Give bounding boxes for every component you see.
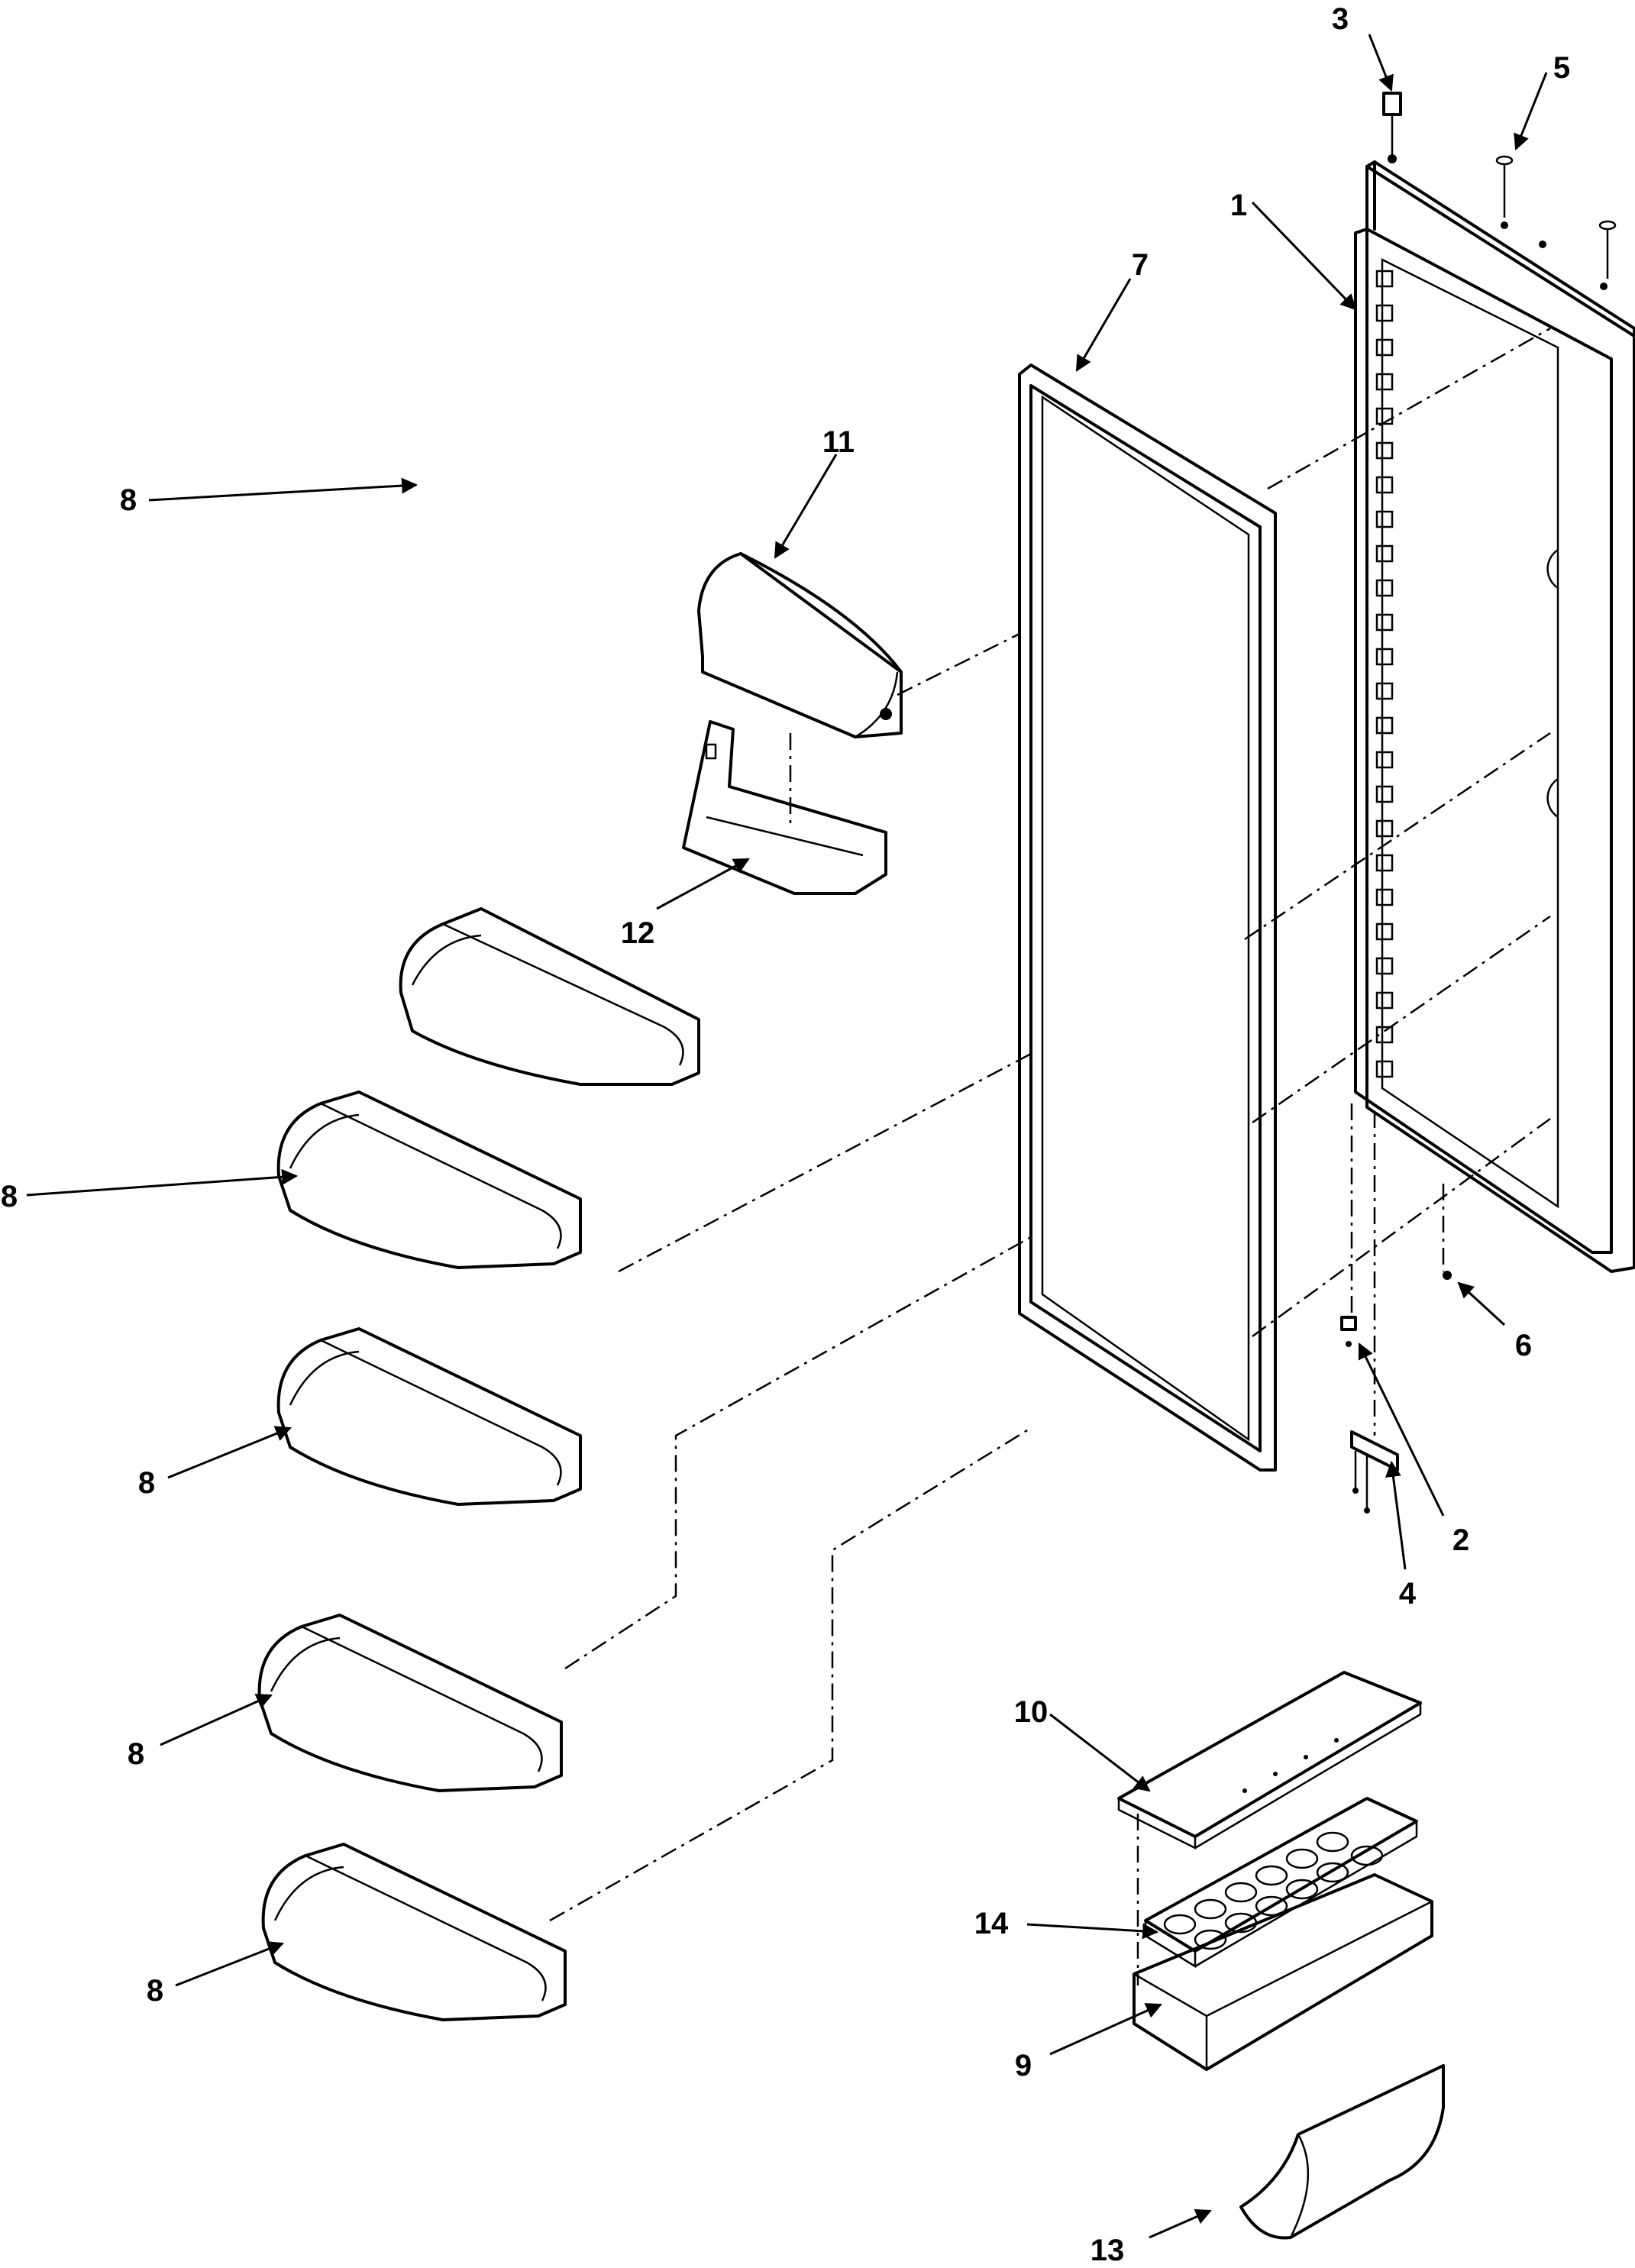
callout-9: 9 [1015,2049,1032,2082]
egg-bin [1133,1873,1433,2071]
callout-1: 1 [1230,189,1247,222]
callout-6: 6 [1515,1329,1532,1362]
door-shelf-3 [276,1327,582,1506]
callout-8-shelf-3: 8 [138,1466,155,1500]
callout-8-shelf-2: 8 [1,1180,18,1213]
callout-5: 5 [1553,51,1570,85]
hinge-pin [1382,92,1402,163]
hinge-bracket [1350,1430,1399,1514]
door-shelf-5 [261,1843,567,2021]
door-shelf-4 [257,1614,563,1792]
callout-3: 3 [1332,2,1349,36]
door-shelf-1 [399,907,700,1086]
callout-8-shelf-5: 8 [147,1974,163,2008]
callout-7: 7 [1132,248,1149,282]
bin-trim [1239,2064,1445,2240]
callout-14: 14 [974,1907,1009,1940]
callout-12: 12 [621,916,655,950]
egg-tray-cover [1117,1671,1422,1850]
callouts: 1 2 3 4 5 6 7 8 8 8 8 8 9 10 11 12 13 14 [1,2,1570,2267]
door-shelf-2 [276,1090,582,1269]
callout-8-shelf-4: 8 [128,1737,144,1771]
door-screws [1495,155,1617,279]
door-liner [1354,160,1635,1273]
callout-13: 13 [1091,2234,1125,2267]
door-gasket [1018,363,1277,1472]
leader-lines [26,34,1548,2239]
dairy-bin [682,720,887,895]
dairy-compartment-door [697,552,903,738]
assembly-lines [549,327,1551,1985]
door-stop [1340,1316,1357,1347]
egg-tray [1144,1797,1418,1969]
callout-10: 10 [1014,1695,1049,1729]
door-plug [1443,1271,1452,1280]
callout-4: 4 [1399,1577,1417,1611]
callout-2: 2 [1452,1523,1469,1557]
callout-11: 11 [822,425,855,459]
callout-8-shelf-1: 8 [120,483,137,517]
